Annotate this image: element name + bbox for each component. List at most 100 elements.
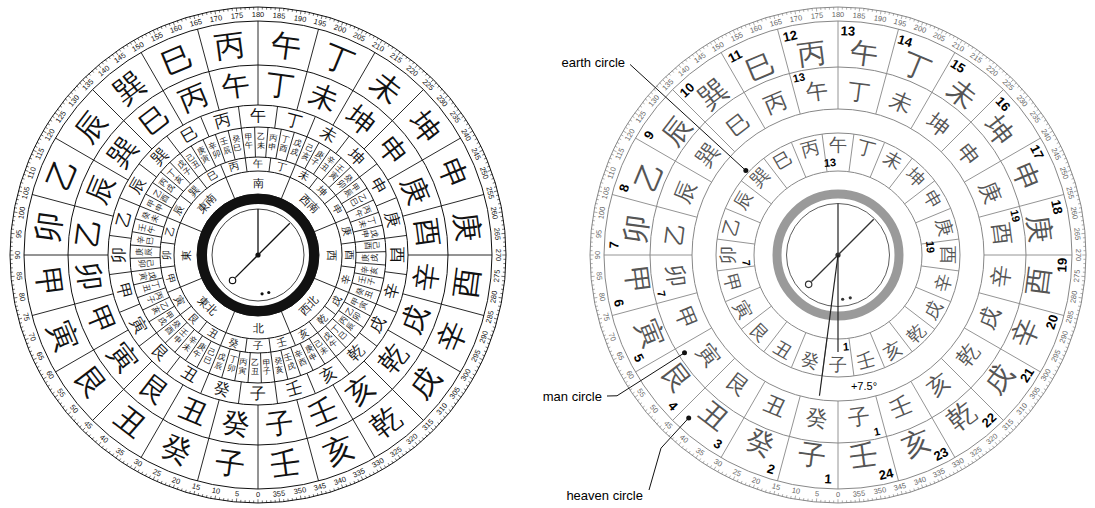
ring-label: earth circle [561,56,625,69]
heaven-mountain: 丁 [897,49,934,86]
callout-number: 6 [612,299,626,309]
man-mountain: 子 [264,408,295,439]
tick-mark [43,377,46,379]
divider-line [161,266,175,268]
degree-number: 310 [1015,402,1029,416]
divider-line [167,136,180,153]
divider-line [180,223,201,232]
divider-line [260,353,262,383]
heaven-mountain: 申 [433,155,472,194]
degree-number: 270 [1074,249,1082,262]
tick-mark [1038,113,1041,115]
small-mountain: 甲 [164,272,176,284]
divider-line [717,266,755,271]
tick-mark [591,233,595,234]
divider-line [341,242,355,244]
degree-number: 10 [212,487,222,496]
tick-mark [479,150,482,152]
divider-line [109,272,131,275]
divider-line [275,382,278,404]
tick-mark [590,255,594,256]
divider-line [281,311,290,332]
leader-dot [743,168,748,173]
divider-line [245,158,247,172]
heaven-mountain: 酉 [1024,266,1055,297]
heaven-mountain: 丁 [319,40,358,79]
tick-mark [838,7,839,11]
sexagenary-pair: 戊申 [360,229,379,240]
divider-line [139,333,156,346]
tick-mark [258,7,259,11]
degree-number: 5 [235,490,240,498]
divider-line [197,29,208,72]
degree-number: 95 [15,230,23,239]
heaven-mountain: 乾 [942,396,981,435]
callout-number: 15 [949,57,968,76]
man-mountain: 戌 [397,302,434,339]
tick-mark [99,442,101,445]
divider-line [167,287,180,292]
degree-number: 355 [852,490,865,499]
ring-circle [174,171,342,339]
divider-line [604,255,650,256]
earth-mountain: 未 [317,124,339,146]
earth-mountain: 巳 [771,147,796,172]
tick-mark [753,485,754,488]
ring-dividers [109,106,406,403]
divider-line [198,177,207,188]
degree-number: 85 [15,271,23,280]
degree-number: 85 [595,271,603,280]
tick-mark [479,358,482,360]
degree-number: 195 [313,18,327,28]
divider-line [984,255,1026,256]
earth-mountain: 巽 [747,164,772,189]
callout-number: 4 [666,399,680,413]
divider-line [131,268,161,272]
callout-number: 13 [840,24,855,38]
man-mountain: 丑 [175,394,212,431]
degree-number: 100 [17,206,27,220]
degree-number: 195 [893,18,907,28]
tick-mark [431,428,434,431]
ring-circle [692,109,984,401]
right-rings [590,7,1086,503]
tick-mark [173,485,174,488]
tick-mark [380,40,382,43]
callout-number: 7 [655,290,667,298]
earth-mountain: 乙 [721,215,743,237]
earth-mountain: 坤 [903,164,928,189]
degree-number: 200 [333,24,347,35]
earth-mountain: 午 [829,136,847,154]
callout-number: 18 [1049,198,1065,215]
divider-line [325,306,336,315]
callout-number: 1 [842,341,849,352]
degree-number: 230 [1015,94,1029,108]
man-mountain: 辛 [411,261,442,292]
tick-mark [236,498,237,502]
callout-number: 17 [1028,142,1046,161]
heaven-mountain: 午 [269,29,303,63]
earth-mountain: 丑 [178,364,200,386]
tick-mark [838,499,839,503]
heaven-mountain: 午 [849,38,880,69]
degree-number: 255 [1065,186,1075,200]
sexagenary-pair: 庚戌 [362,254,380,262]
sexagenary-pair: 庚辰 [136,248,154,256]
dial-dot [267,291,270,294]
man-mountain: 午 [220,71,251,102]
heaven-mountain: 申 [1007,159,1044,196]
callout-number: 20 [1043,313,1060,331]
earth-mountain: 卯 [719,246,737,264]
divider-line [201,373,209,393]
divider-line [314,278,335,287]
divider-line [442,304,485,315]
degree-number: 55 [56,387,67,398]
callout-number: 13 [792,72,806,85]
degree-number: 60 [625,370,636,381]
divider-line [325,195,336,204]
sexagenary-pair: 己酉 [362,241,380,250]
earth-mountain: 丁 [855,138,877,160]
degree-number: 80 [17,292,26,302]
divider-line [360,164,377,177]
